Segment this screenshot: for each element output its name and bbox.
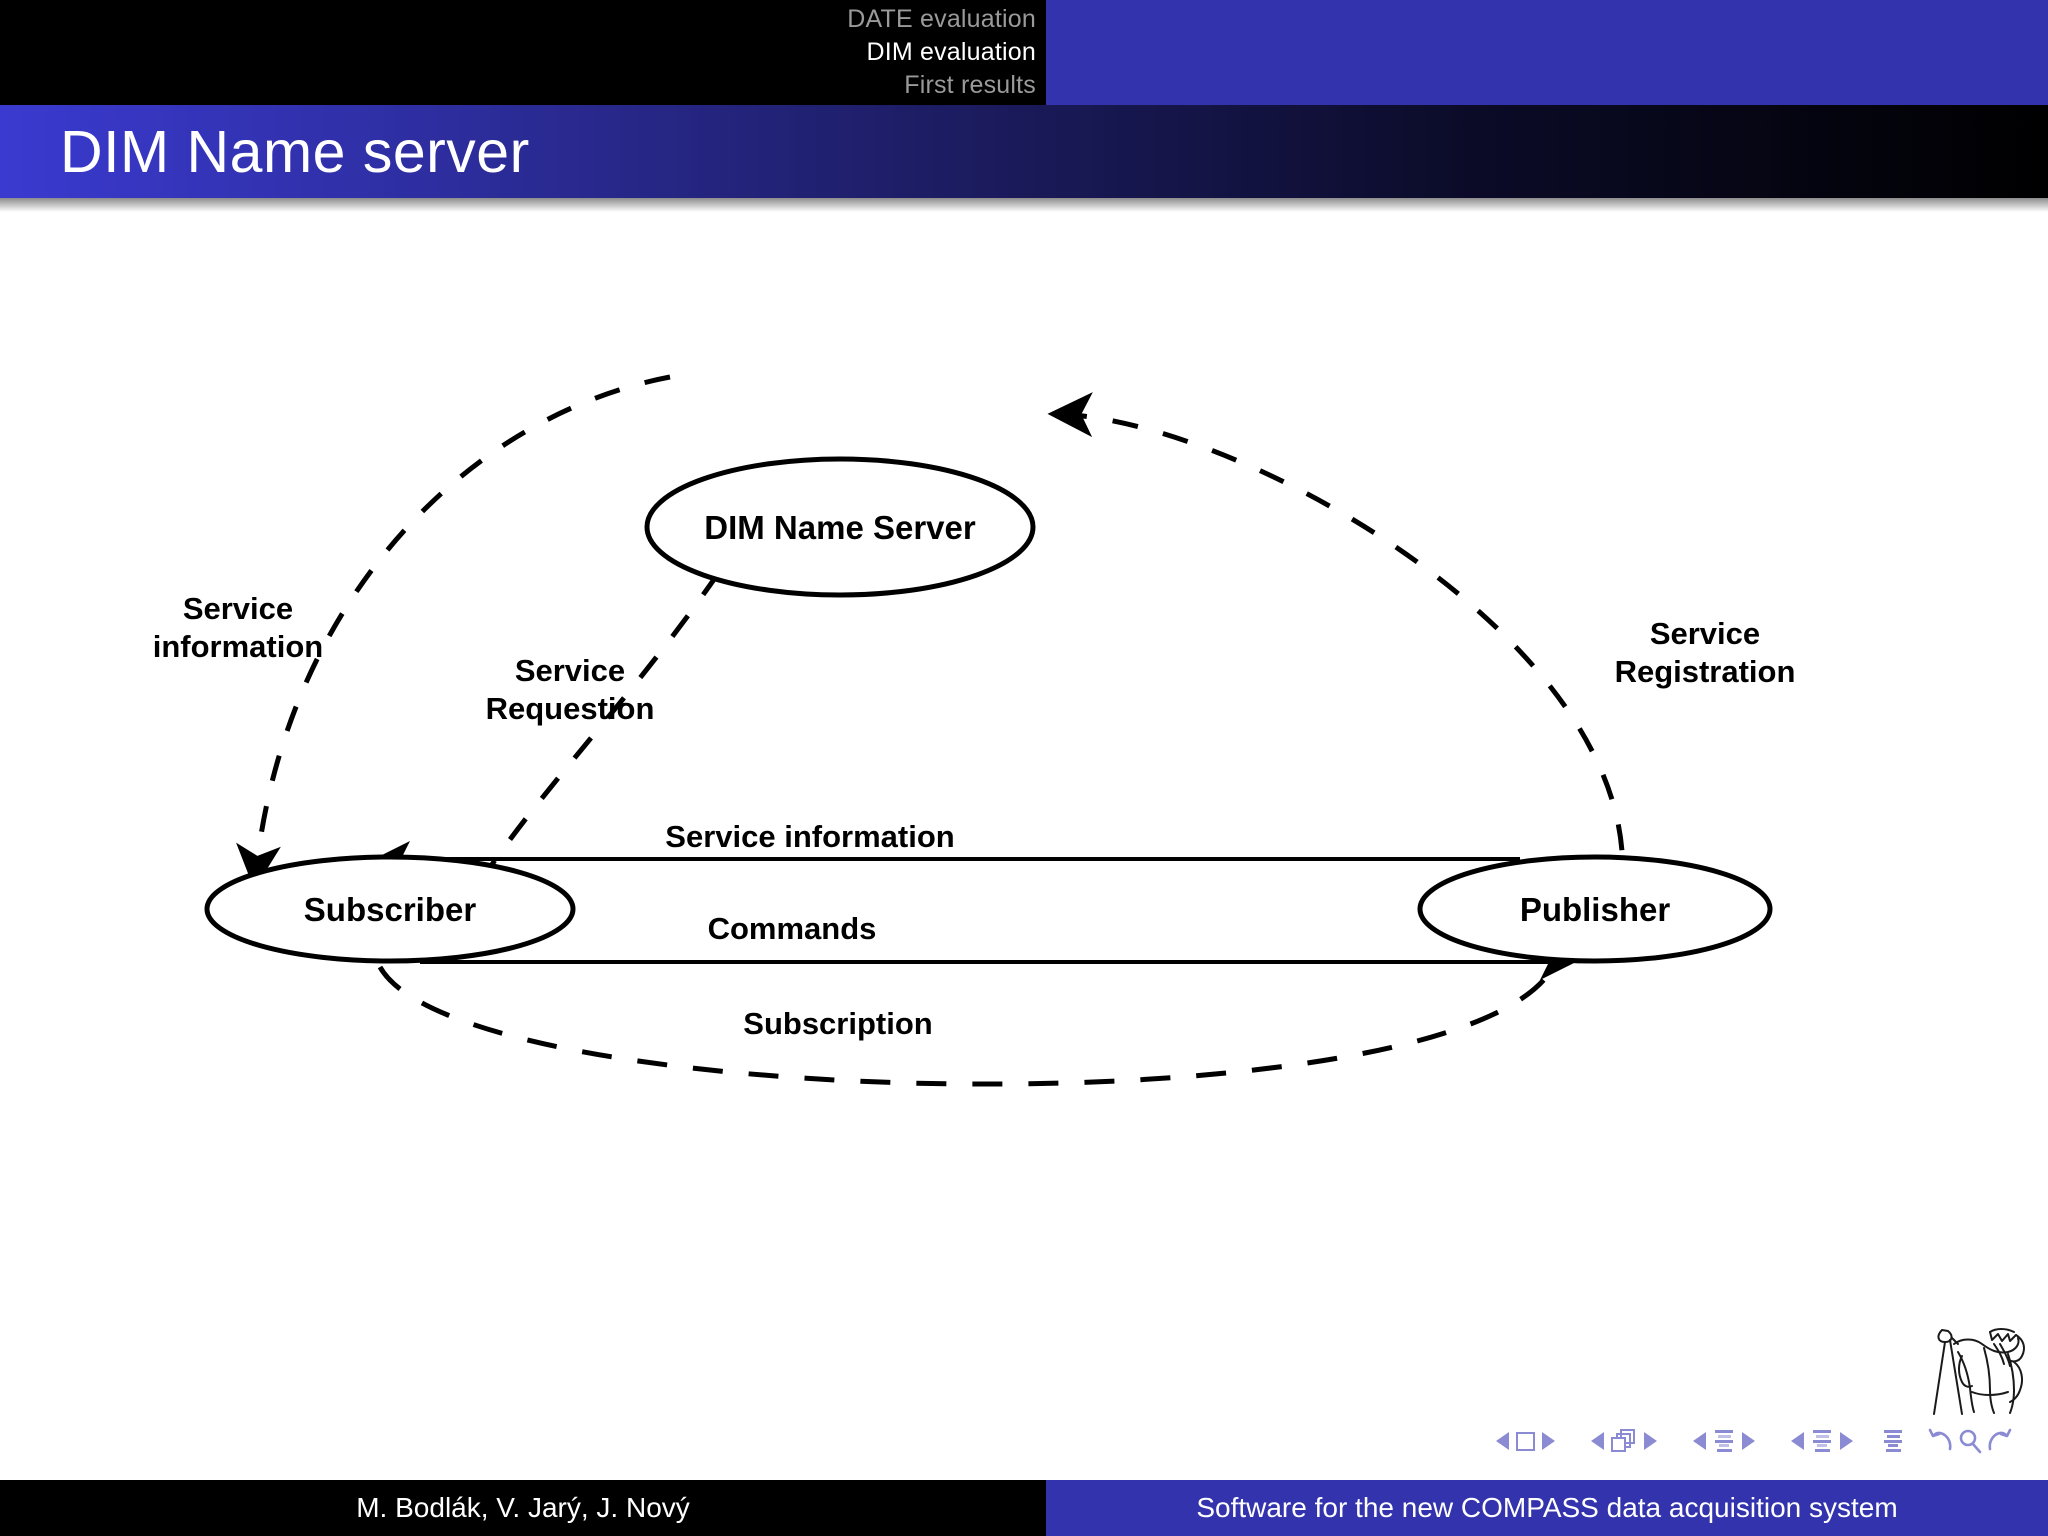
edge-label-service-requestion-line2: Requestion — [486, 691, 655, 726]
edge-label-service-requestion-line1: Service — [515, 653, 625, 688]
triangle-left-icon-prev-subsection[interactable] — [1693, 1432, 1706, 1450]
edge-service-registration — [1047, 392, 1625, 903]
footer-presentation-title: Software for the new COMPASS data acquis… — [1196, 1492, 1898, 1523]
slide-content-area: DIM Name Server Subscriber Publisher Ser… — [0, 212, 2048, 1480]
edge-label-commands: Commands — [708, 911, 877, 946]
node-label-subscriber: Subscriber — [304, 891, 477, 928]
triangle-right-icon-next-frame[interactable] — [1644, 1432, 1657, 1450]
edge-label-service-information-left-line2: information — [153, 629, 324, 664]
node-publisher[interactable] — [1417, 854, 1773, 964]
edge-label-subscription: Subscription — [743, 1006, 932, 1041]
stack-icon-frame[interactable] — [1611, 1429, 1637, 1453]
edge-service-information-left — [236, 374, 671, 890]
node-dim-name-server[interactable] — [644, 456, 1036, 598]
redo-icon[interactable] — [1984, 1427, 2014, 1455]
nav-group-frame — [1584, 1429, 1664, 1453]
triangle-left-icon-prev-section[interactable] — [1791, 1432, 1804, 1450]
top-navigation-toc: DATE evaluation DIM evaluation First res… — [0, 0, 1046, 105]
edge-label-service-registration-line2: Registration — [1615, 654, 1796, 689]
footer-title-block: Software for the new COMPASS data acquis… — [1046, 1480, 2048, 1536]
nav-item-date-evaluation[interactable]: DATE evaluation — [847, 5, 1036, 33]
lines-icon-section[interactable] — [1811, 1430, 1833, 1452]
nav-item-dim-evaluation[interactable]: DIM evaluation — [866, 38, 1036, 66]
edge-service-requestion — [477, 485, 774, 884]
triangle-right-icon-next-subsection[interactable] — [1742, 1432, 1755, 1450]
slide-title-bar: DIM Name server — [0, 105, 2048, 198]
nav-item-first-results[interactable]: First results — [904, 71, 1036, 99]
dim-architecture-diagram: DIM Name Server Subscriber Publisher Ser… — [130, 322, 1920, 1202]
footer-authors-block: M. Bodlák, V. Jarý, J. Nový — [0, 1480, 1046, 1536]
top-navigation-accent-block — [1046, 0, 2048, 105]
beamer-navigation-symbols — [1336, 1412, 2036, 1470]
edge-label-service-registration-line1: Service — [1650, 616, 1760, 651]
lines-icon-subsection[interactable] — [1713, 1430, 1735, 1452]
frame-icon-slide[interactable] — [1516, 1431, 1535, 1451]
edge-label-service-information-left-line1: Service — [183, 591, 293, 626]
top-navigation-bar: DATE evaluation DIM evaluation First res… — [0, 0, 2048, 105]
lines-icon-presentation[interactable] — [1882, 1430, 1904, 1452]
nav-group-section — [1784, 1430, 1860, 1452]
triangle-left-icon-prev-frame[interactable] — [1591, 1432, 1604, 1450]
node-label-dim-name-server: DIM Name Server — [704, 509, 976, 546]
node-label-publisher: Publisher — [1520, 891, 1671, 928]
page-title: DIM Name server — [60, 118, 530, 185]
edge-label-service-information-mid: Service information — [665, 819, 954, 854]
nav-group-presentation — [1882, 1430, 1904, 1452]
title-bar-shadow — [0, 198, 2048, 212]
edge-subscription — [377, 965, 1553, 1087]
triangle-right-icon-next-slide[interactable] — [1542, 1432, 1555, 1450]
triangle-left-icon-prev-slide[interactable] — [1496, 1432, 1509, 1450]
footer-authors: M. Bodlák, V. Jarý, J. Nový — [356, 1492, 690, 1523]
node-subscriber[interactable] — [204, 854, 576, 964]
nav-group-subsection — [1686, 1430, 1762, 1452]
slide-footer: M. Bodlák, V. Jarý, J. Nový Software for… — [0, 1480, 2048, 1536]
nav-group-slide — [1489, 1431, 1562, 1451]
search-icon[interactable] — [1956, 1427, 1984, 1455]
ctu-prague-lion-logo — [1928, 1318, 2040, 1418]
nav-group-history — [1926, 1427, 2014, 1455]
triangle-right-icon-next-section[interactable] — [1840, 1432, 1853, 1450]
undo-icon[interactable] — [1926, 1427, 1956, 1455]
